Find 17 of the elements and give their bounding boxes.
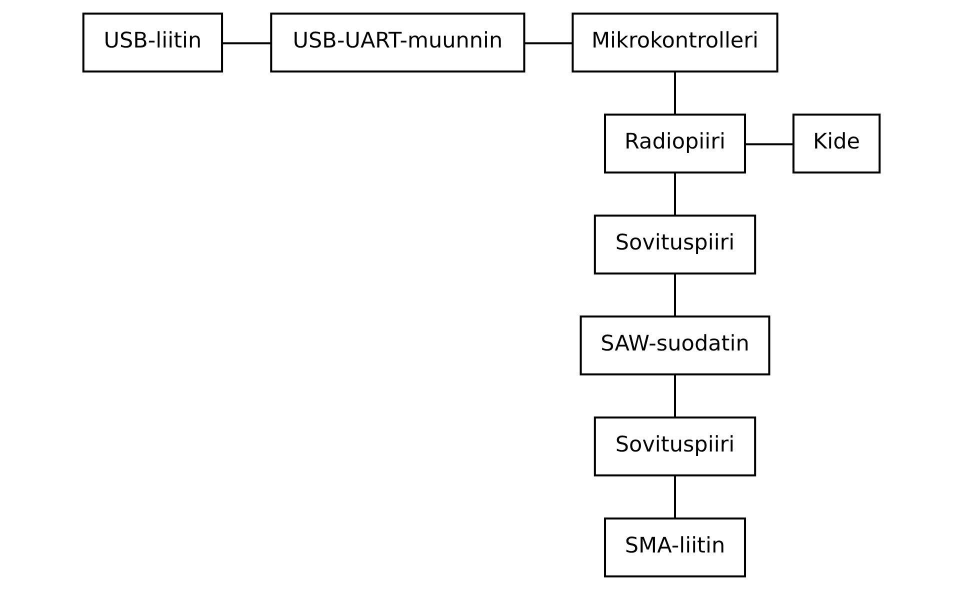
node-box: USB-liitin [82,12,224,73]
connector [674,476,676,518]
node-box: SAW-suodatin [580,316,770,376]
node-box: SMA-liitin [604,517,746,578]
node-box: Kide [792,114,881,174]
connector [745,143,794,146]
node-box: USB-UART-muunnin [270,12,526,73]
node-box: Mikrokontrolleri [572,12,778,73]
connector [674,374,676,418]
connector [674,172,676,216]
node-box: Radiopiiri [604,114,746,174]
connector [222,42,271,44]
node-box: Sovituspiiri [594,416,756,476]
connector [674,72,676,114]
connector [674,274,676,316]
connector [524,42,573,44]
node-box: Sovituspiiri [594,214,756,274]
